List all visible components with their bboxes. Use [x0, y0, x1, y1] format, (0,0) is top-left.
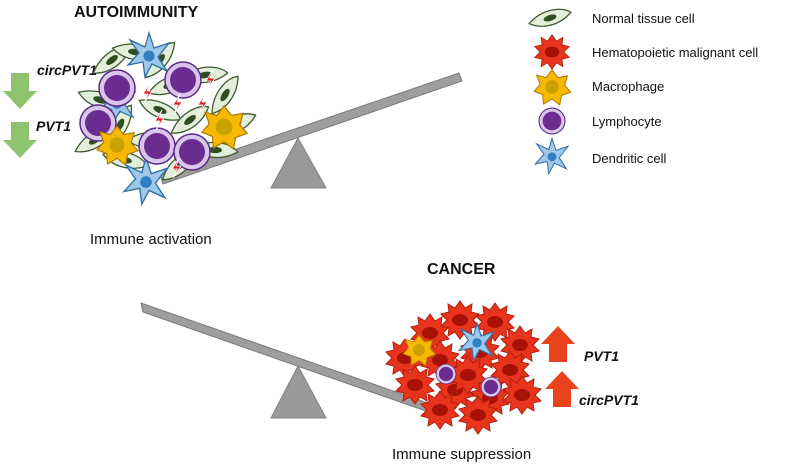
autoimmunity-cell-cluster	[70, 32, 259, 205]
legend-label-macrophage: Macrophage	[592, 79, 664, 94]
autoimmunity-caption: Immune activation	[90, 231, 212, 248]
legend-label-lymphocyte: Lymphocyte	[592, 114, 662, 129]
cancer-cell-cluster	[385, 300, 542, 435]
autoimmunity-title: AUTOIMMUNITY	[74, 4, 198, 21]
autoimmunity-gene-pvt1: PVT1	[36, 118, 71, 134]
down-arrow-pvt1	[3, 122, 37, 158]
lymphocyte-icon	[538, 107, 566, 135]
seesaw-beam-top	[159, 72, 463, 185]
up-arrow-pvt1	[541, 326, 575, 362]
dendritic-cell-icon	[534, 137, 569, 175]
seesaw-fulcrum-bottom	[270, 364, 327, 419]
macrophage-icon	[533, 69, 572, 106]
up-arrow-circpvt1	[545, 371, 579, 407]
legend: Normal tissue cell Hematopoietic maligna…	[528, 8, 758, 175]
cancer-title: CANCER	[427, 261, 496, 278]
malignant-cell-icon	[534, 34, 570, 70]
cancer-gene-pvt1: PVT1	[584, 348, 619, 364]
down-arrow-circpvt1	[3, 73, 37, 109]
autoimmunity-gene-circpvt1: circPVT1	[37, 62, 97, 78]
legend-label-dendritic-cell: Dendritic cell	[592, 151, 667, 166]
legend-label-malignant-cell: Hematopoietic malignant cell	[592, 45, 758, 60]
legend-label-normal-tissue-cell: Normal tissue cell	[592, 11, 695, 26]
cancer-gene-circpvt1: circPVT1	[579, 392, 639, 408]
normal-tissue-cell-icon	[528, 8, 572, 27]
seesaw-fulcrum-top	[270, 136, 327, 189]
cancer-caption: Immune suppression	[392, 446, 531, 463]
